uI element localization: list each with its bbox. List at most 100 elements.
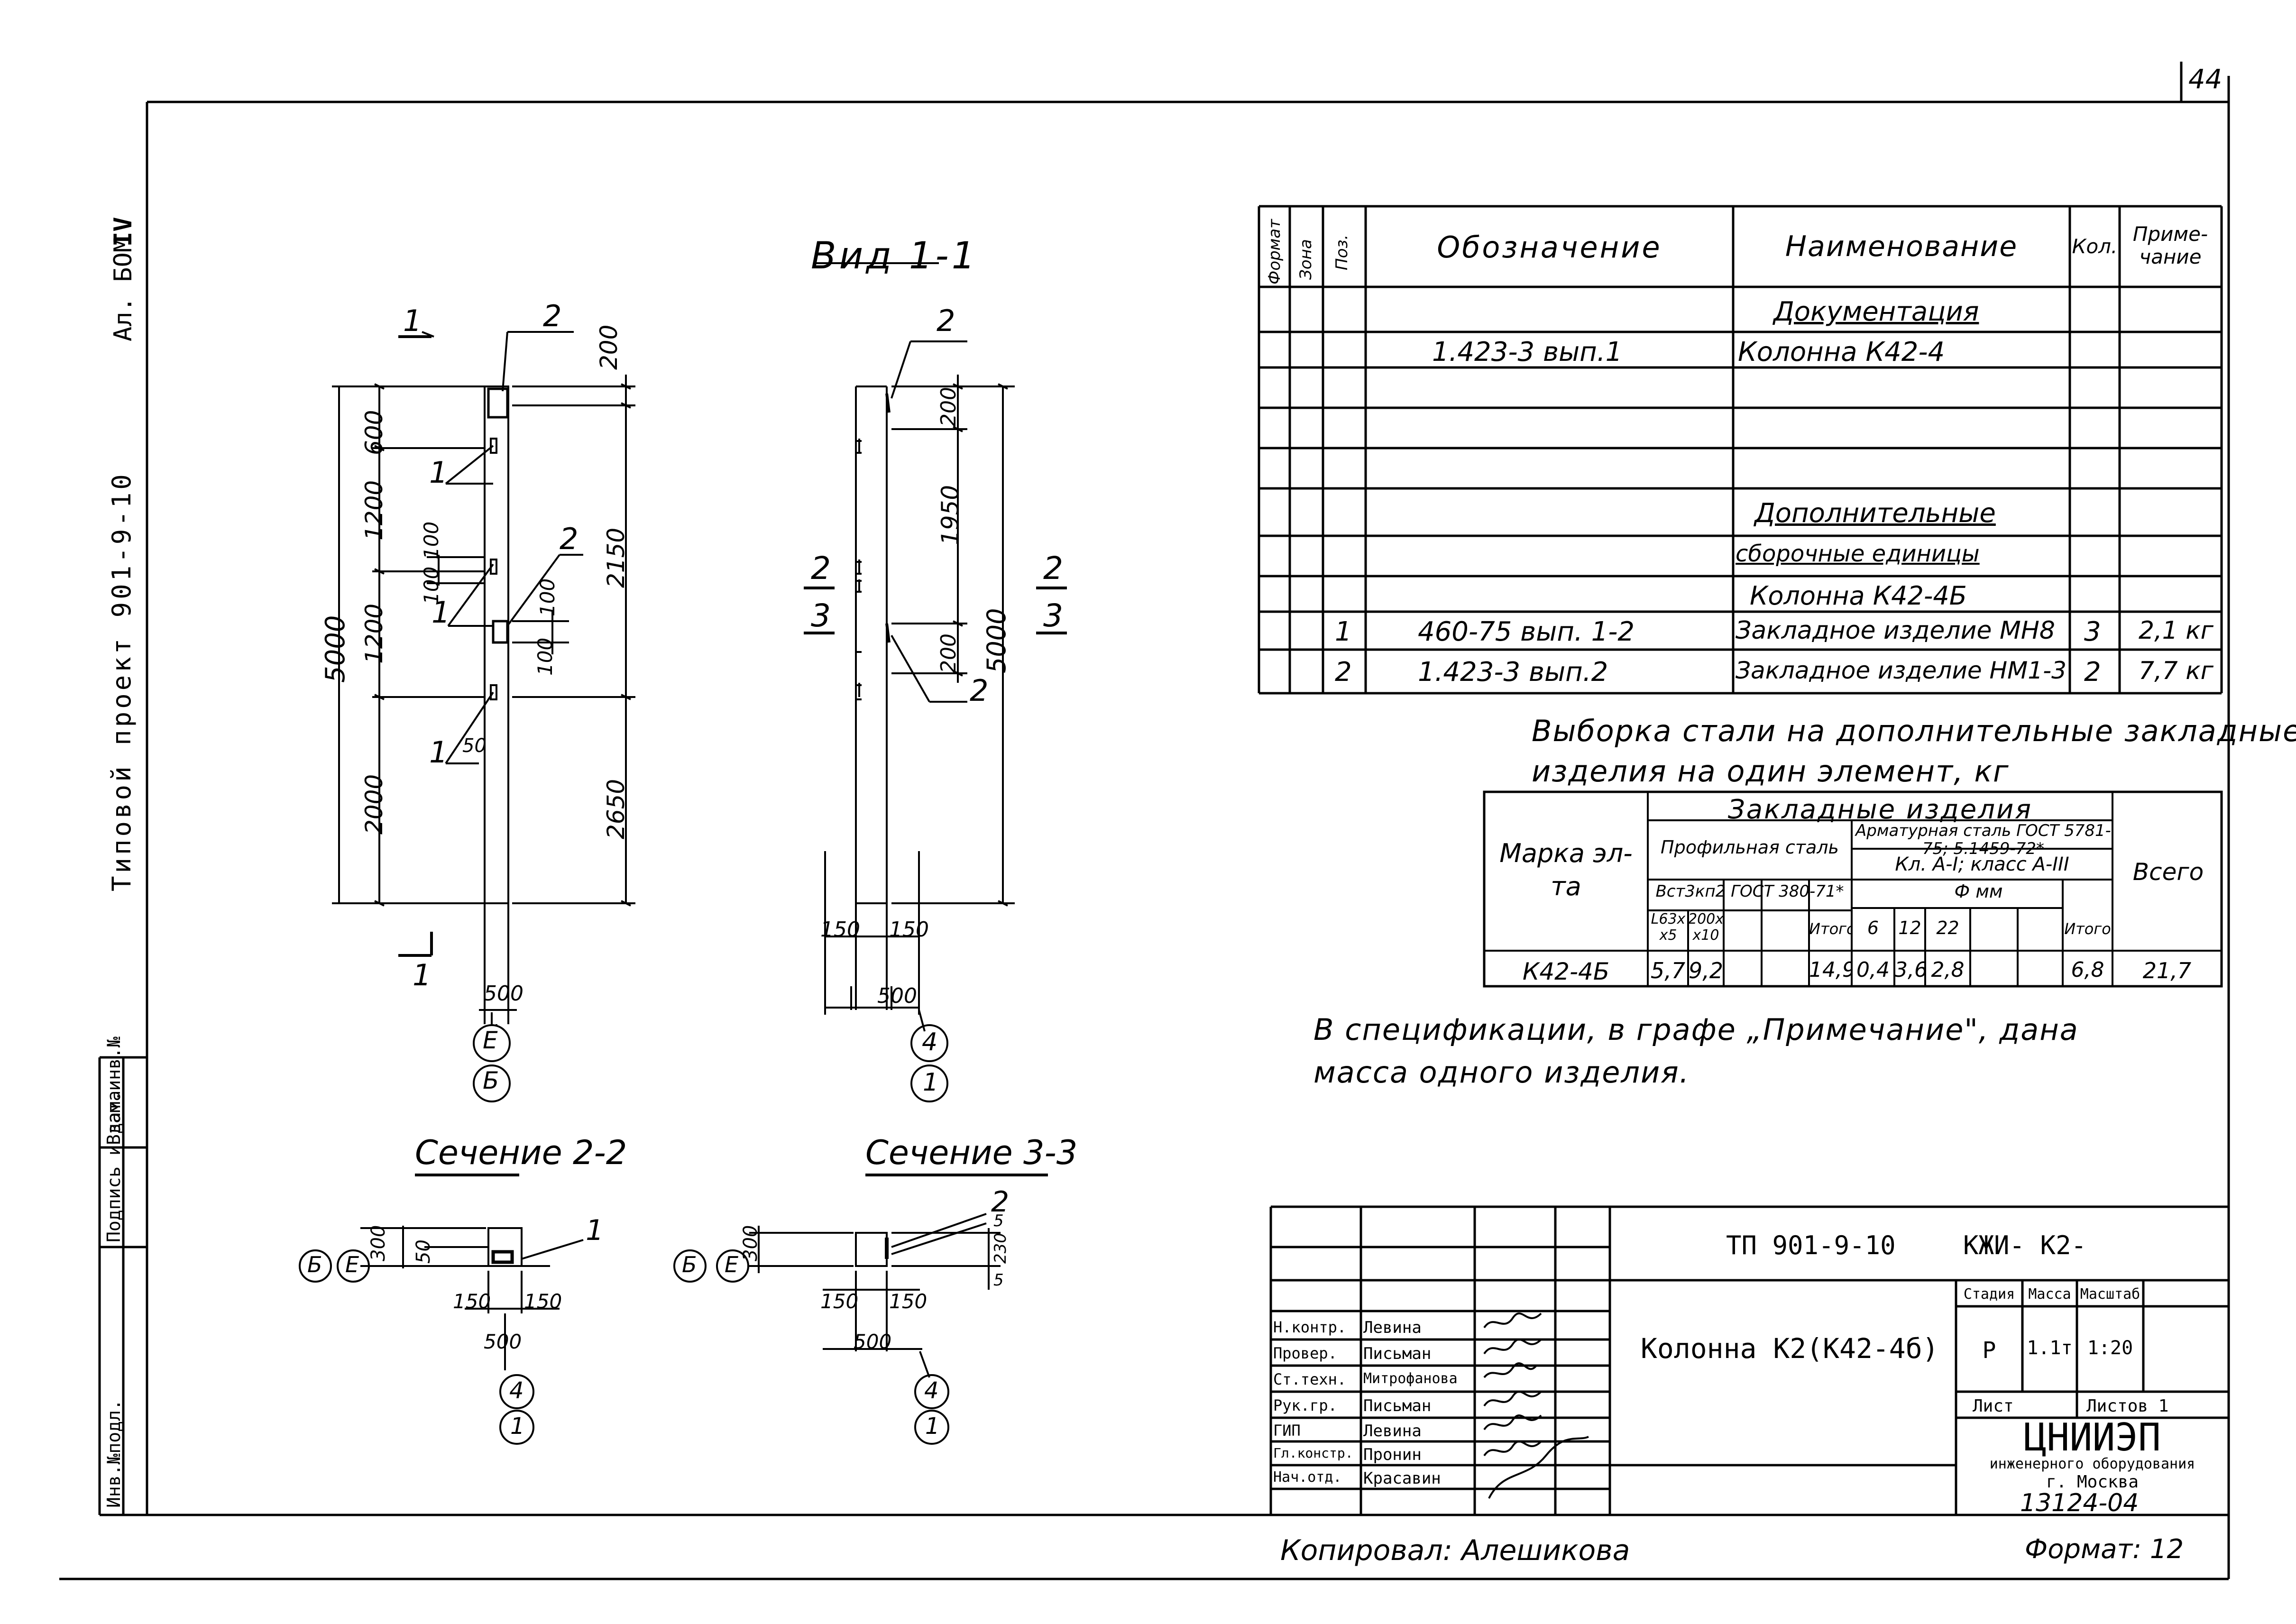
dim-2150: 2150	[602, 527, 630, 588]
tb-title: Колонна К2(К42-4б)	[1641, 1332, 1939, 1365]
spec-r9-note: 7,7 кг	[2139, 657, 2213, 685]
project-vertical: Типовой проект 901-9-10	[107, 471, 137, 891]
tb-h-mass: Масса	[2028, 1286, 2071, 1303]
axis-E-main: Е	[483, 1027, 498, 1054]
sec33-dim-230: 230	[991, 1233, 1010, 1264]
spec-r8-pos: 1	[1335, 616, 1352, 647]
dim-100-c: 100	[536, 578, 559, 616]
footer-format: Формат: 12	[2025, 1534, 2184, 1565]
spec-table-grid	[1258, 205, 2223, 695]
section-3-3-title: Сечение 3-3	[865, 1133, 1078, 1172]
dim-1200-b: 1200	[360, 603, 388, 664]
tb-mass: 1.1т	[2027, 1337, 2073, 1359]
tb-stage: Р	[1982, 1337, 1996, 1364]
spec-r1-name: Колонна К42-4	[1738, 337, 1945, 367]
sheet-number: 44	[2188, 64, 2223, 95]
tb-name-5: Пронин	[1363, 1445, 1422, 1464]
sec22-dim-500: 500	[484, 1330, 522, 1353]
steel-row-v8: 6,8	[2071, 958, 2104, 982]
dim-500-main: 500	[484, 982, 523, 1006]
main-view-lines	[332, 331, 635, 1102]
main-callout-1-c: 1	[429, 735, 448, 770]
sec33-dim-150-a: 150	[820, 1290, 859, 1313]
signatures	[1483, 1312, 1589, 1499]
tb-org-full: инженерного оборудования	[1989, 1456, 2195, 1472]
steel-row-v4: 0,4	[1856, 958, 1890, 982]
side-view-lines	[804, 262, 1067, 1102]
tb-inventory-number: 13124-04	[2020, 1489, 2139, 1517]
sec33-dim-500: 500	[854, 1330, 892, 1353]
steel-row-v3: 14,9	[1809, 958, 1852, 982]
steel-h-profile-std: Вст3кп2 ГОСТ 380-71*	[1655, 882, 1844, 901]
steel-row-v5: 3,6	[1894, 958, 1925, 982]
spec-r5-name: Дополнительные	[1754, 498, 1996, 529]
main-callout-1-b: 1	[432, 595, 450, 630]
section-2-2-lines	[299, 1174, 584, 1445]
tb-org-name: ЦНИИЭП	[2024, 1415, 2161, 1459]
title-block-grid	[1269, 1205, 2229, 1515]
sec22-axis-1: 1	[510, 1413, 525, 1440]
note-line-1: В спецификации, в графе „Примечание", да…	[1313, 1012, 2079, 1047]
tb-h-stage: Стадия	[1963, 1286, 2015, 1303]
main-section-mark-bottom: 1	[413, 958, 432, 992]
dim-100-b: 100	[420, 566, 443, 605]
tb-sheets-label: Листов 1	[2086, 1396, 2169, 1416]
sec22-dim-150-b: 150	[524, 1290, 562, 1313]
spec-h-qty: Кол.	[2072, 235, 2118, 258]
tb-sheet-label: Лист	[1973, 1396, 2014, 1416]
side-mark-2-left: 2	[811, 550, 831, 587]
spec-h-note: Приме-чание	[2132, 223, 2208, 268]
sec33-axis-4: 4	[924, 1377, 939, 1404]
spec-r7-name: Колонна К42-4Б	[1750, 581, 1967, 611]
sec33-dim-5-bottom: 5	[993, 1271, 1004, 1290]
dim-1200-a: 1200	[360, 480, 388, 541]
sec22-dim-150-a: 150	[453, 1290, 491, 1313]
spec-r1-designation: 1.423-3 вып.1	[1432, 337, 1623, 367]
spec-r9-pos: 2	[1335, 657, 1352, 688]
dim-100-a: 100	[420, 521, 443, 560]
main-section-mark-top: 1	[403, 303, 422, 338]
tb-h-scale: Масштаб	[2080, 1286, 2140, 1303]
steel-h-profile: Профильная сталь	[1661, 837, 1839, 858]
dim-5000-main: 5000	[320, 615, 351, 683]
album-vertical: Ал. БОМ	[109, 237, 138, 341]
tb-name-1: Письман	[1363, 1344, 1432, 1363]
note-line-2: масса одного изделия.	[1313, 1055, 1690, 1090]
sec33-axis-B: Б	[682, 1252, 697, 1277]
side-view-title: Вид 1-1	[811, 235, 978, 277]
steel-table-grid	[1483, 790, 2223, 988]
spec-h-format: Формат	[1265, 219, 1284, 284]
spec-h-designation: Обозначение	[1437, 230, 1662, 265]
main-callout-1-a: 1	[429, 455, 448, 490]
dim-600: 600	[360, 410, 388, 455]
tb-org-city: г. Москва	[2046, 1472, 2139, 1492]
spec-r8-qty: 3	[2084, 616, 2101, 647]
sec22-axis-E: Е	[345, 1252, 359, 1277]
sec22-dim-300: 300	[367, 1225, 389, 1261]
dim-200-main: 200	[595, 324, 623, 370]
sec22-axis-B: Б	[307, 1252, 322, 1277]
tb-scale: 1:20	[2087, 1337, 2133, 1359]
sec22-dim-50: 50	[413, 1239, 434, 1264]
steel-sub-d12: 12	[1898, 918, 1921, 938]
axis-4-side: 4	[922, 1028, 938, 1056]
stamp-replace-inv: Взам.инв.№	[103, 1037, 124, 1145]
steel-h-embedded: Закладные изделия	[1727, 794, 2033, 825]
steel-h-rebar-class: Кл. А-I; класс А-III	[1895, 853, 2069, 875]
steel-row-total: 21,7	[2142, 958, 2192, 983]
spec-r8-name: Закладное изделие МН8	[1736, 616, 2055, 645]
main-callout-2-top: 2	[543, 299, 562, 333]
steel-row-v1: 9,2	[1688, 958, 1724, 983]
spec-r9-qty: 2	[2084, 657, 2101, 688]
tb-doc-code: КЖИ- К2-	[1963, 1230, 2087, 1260]
side-dim-1950: 1950	[937, 485, 964, 545]
spec-r0-name: Документация	[1773, 296, 1979, 327]
steel-sub-total-rebar: Итого	[2064, 920, 2111, 938]
dim-50: 50	[462, 735, 487, 757]
sec33-axis-E: Е	[725, 1252, 739, 1277]
tb-role-1: Провер.	[1273, 1344, 1337, 1362]
tb-role-6: Нач.отд.	[1273, 1469, 1342, 1486]
stamp-inv: Инв.№подл.	[103, 1399, 124, 1508]
tb-role-5: Гл.констр.	[1273, 1445, 1353, 1461]
